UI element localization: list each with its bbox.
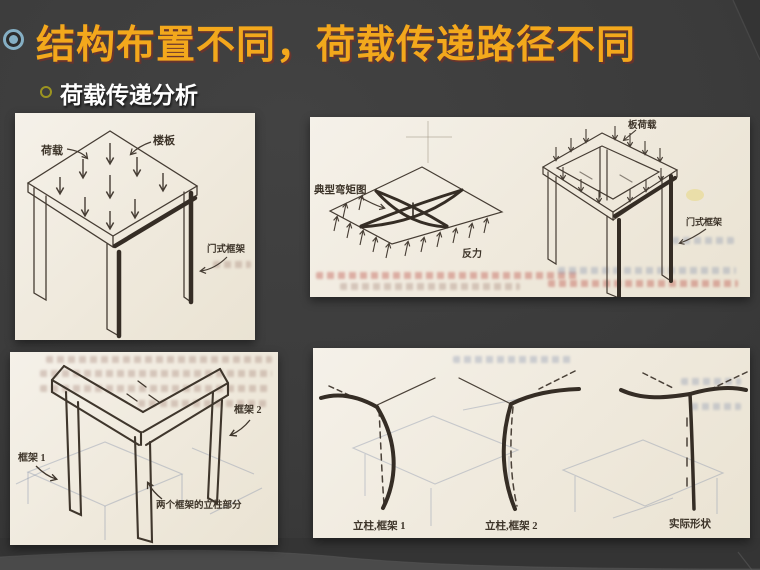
label-slab: 楼板 [153,133,176,147]
label-slab-load: 板荷载 [628,119,657,131]
moment-curves [359,188,464,229]
label-frame2: 框架 2 [234,403,262,416]
figure-column-deformation: 立柱,框架 1 立柱,框架 2 实际形状 [313,348,750,538]
title-bullet-icon [3,29,24,50]
subtitle-bullet-icon [40,86,52,98]
label-column-frame2: 立柱,框架 2 [485,519,538,532]
label-typical-moment: 典型弯矩图 [314,183,367,196]
label-shared-columns: 两个框架的立柱部分 [156,499,242,511]
label-frame1: 框架 1 [18,451,46,464]
label-actual-shape: 实际形状 [669,517,711,530]
table-slab-sketch: 荷载 楼板 门式框架 [26,130,246,339]
label-load: 荷载 [40,143,63,157]
figure-two-frames-corner: 框架 1 框架 2 两个框架的立柱部分 [10,352,278,545]
portal-frame-highlight-2 [613,174,677,297]
moment-open-frame-sketch: 典型弯矩图 反力 [314,119,722,297]
label-portal-frame: 门式框架 [207,243,246,255]
slide-subtitle: 荷载传递分析 [60,82,198,108]
deformation-sketch: 立柱,框架 1 立柱,框架 2 实际形状 [319,370,748,532]
yellow-smudge [686,189,704,201]
label-portal-frame-2: 门式框架 [686,216,722,227]
bleed-through-sketch [15,441,263,540]
slab-load-arrows [552,126,665,204]
label-reaction: 反力 [462,247,482,260]
bleed-through-sketch-2 [351,387,725,526]
label-column-frame1: 立柱,框架 1 [353,519,406,532]
figure-portal-frame-table: 荷载 楼板 门式框架 [15,113,255,340]
corner-frames-sketch: 框架 1 框架 2 两个框架的立柱部分 [15,364,263,544]
figure-moment-and-open-frame: 典型弯矩图 反力 [310,117,750,297]
slide-title: 结构布置不同，荷载传递路径不同 [36,24,637,67]
reaction-arrows [333,194,490,259]
load-arrows [55,143,168,231]
bottom-swoosh [0,538,760,569]
portal-frame-highlight [112,190,198,339]
